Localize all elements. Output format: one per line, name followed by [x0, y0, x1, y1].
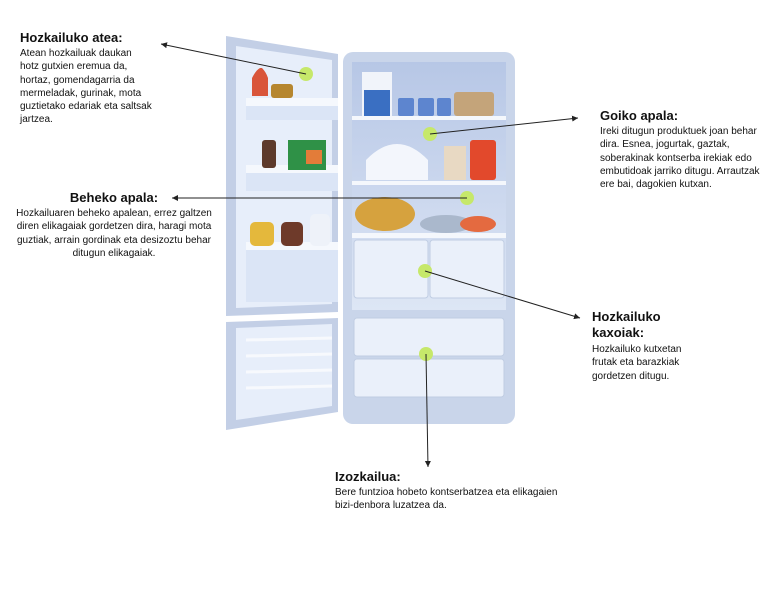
label-top-shelf: Goiko apala: Ireki ditugun produktuek jo… — [600, 108, 760, 191]
label-bottom-shelf: Beheko apala: Hozkailuaren beheko apalea… — [14, 190, 214, 260]
label-door-title: Hozkailuko atea: — [20, 30, 123, 45]
fridge-door — [226, 36, 338, 430]
arrow-drawers — [424, 270, 581, 320]
label-freezer-title: Izozkailua: — [335, 469, 401, 484]
label-door-text: Atean hozkailuak daukan hotz gutxien ere… — [20, 48, 152, 126]
fridge-body — [343, 52, 515, 424]
label-freezer-text: Bere funtzioa hobeto kontserbatzea eta e… — [335, 487, 558, 512]
label-freezer: Izozkailua: Bere funtzioa hobeto kontser… — [335, 469, 575, 513]
label-drawers-title: Hozkailuko kaxoiak: — [592, 309, 661, 340]
label-drawers: Hozkailuko kaxoiak: Hozkailuko kutxetan … — [592, 309, 702, 383]
arrow-door — [160, 42, 307, 75]
label-top-shelf-title: Goiko apala: — [600, 108, 679, 123]
arrow-freezer — [424, 353, 431, 468]
label-drawers-text: Hozkailuko kutxetan frutak eta barazkiak… — [592, 344, 682, 382]
label-bottom-shelf-title: Beheko apala: — [69, 190, 159, 205]
label-bottom-shelf-text: Hozkailuaren beheko apalean, errez galtz… — [16, 208, 212, 259]
arrow-top-shelf — [429, 115, 579, 135]
label-door: Hozkailuko atea: Atean hozkailuak daukan… — [20, 30, 152, 127]
label-top-shelf-text: Ireki ditugun produktuek joan behar dira… — [600, 126, 760, 191]
